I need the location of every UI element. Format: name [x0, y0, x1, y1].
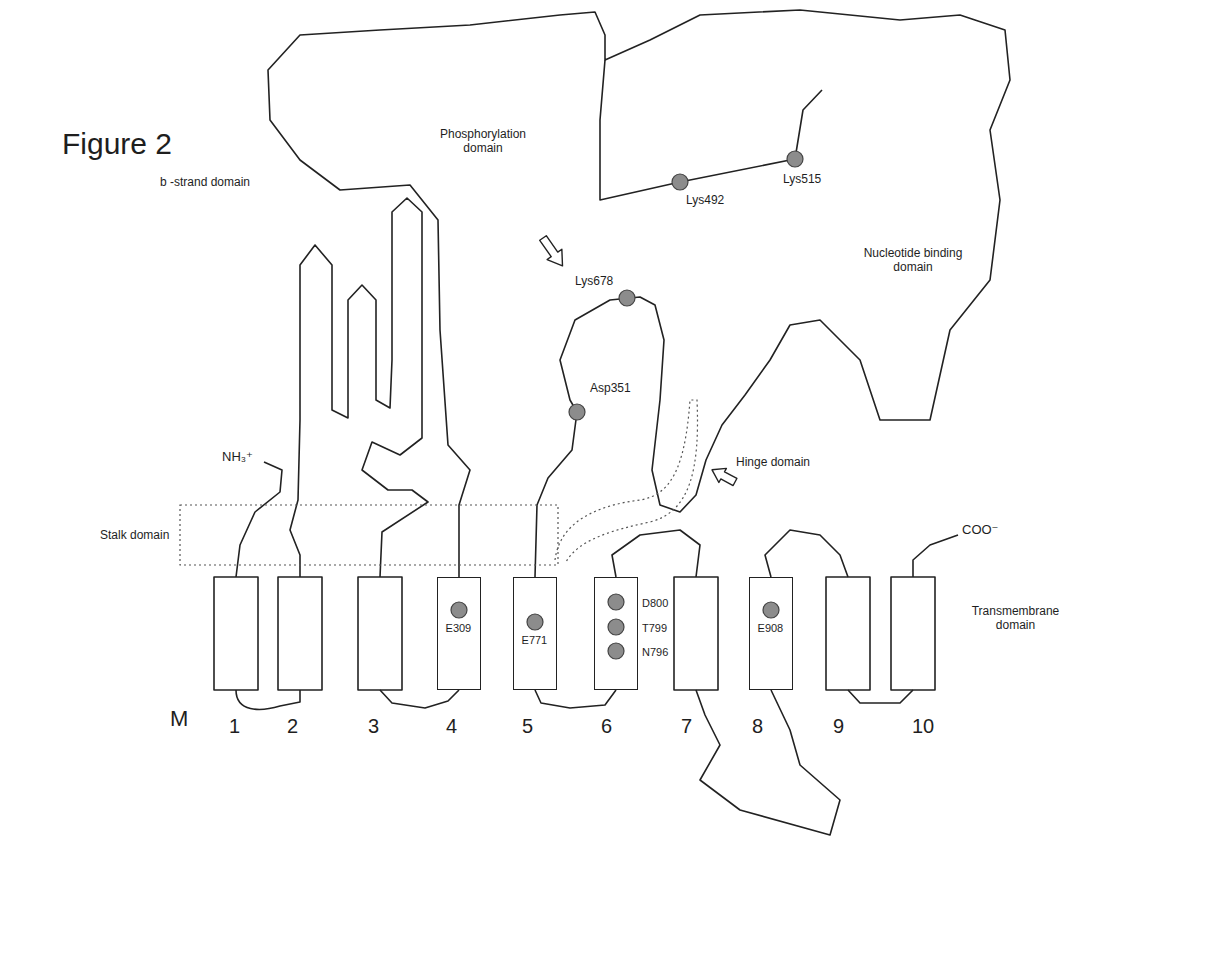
residue-label: T799 — [642, 622, 667, 634]
domain-label: Phosphorylation domain — [428, 127, 538, 156]
residue-label: E908 — [758, 622, 784, 634]
transmembrane-segment: E309 — [437, 577, 481, 690]
residue-label: Asp351 — [590, 381, 631, 395]
segment-prefix: M — [170, 706, 188, 732]
segment-number: 10 — [912, 714, 934, 738]
domain-label: Hinge domain — [736, 455, 810, 469]
segment-number: 9 — [833, 714, 844, 738]
residue-label: N796 — [642, 646, 668, 658]
figure-title: Figure 2 — [62, 126, 172, 162]
residue-label: Lys515 — [783, 172, 821, 186]
segment-number: 3 — [368, 714, 379, 738]
domain-label: Stalk domain — [100, 528, 169, 542]
segment-number: 6 — [601, 714, 612, 738]
domain-label: b -strand domain — [160, 175, 250, 189]
residue-label: Lys678 — [575, 274, 613, 288]
terminus-label: NH₃⁺ — [222, 449, 253, 465]
residue-label: E309 — [446, 622, 472, 634]
transmembrane-segment: E771 — [513, 577, 557, 690]
segment-number: 1 — [229, 714, 240, 738]
domain-label: Transmembrane domain — [968, 604, 1063, 633]
residue-label: E771 — [522, 634, 548, 646]
transmembrane-segment: E908 — [749, 577, 793, 690]
segment-number: 4 — [446, 714, 457, 738]
terminus-label: COO⁻ — [962, 522, 998, 538]
segment-number: 2 — [287, 714, 298, 738]
segment-number: 8 — [752, 714, 763, 738]
segment-number: 5 — [522, 714, 533, 738]
segment-number: 7 — [681, 714, 692, 738]
transmembrane-segment: D800T799N796 — [594, 577, 638, 690]
residue-label: Lys492 — [686, 193, 724, 207]
residue-label: D800 — [642, 597, 668, 609]
domain-label: Nucleotide binding domain — [858, 246, 968, 275]
